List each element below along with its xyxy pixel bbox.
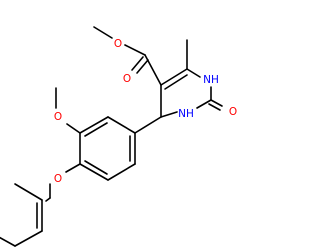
bond-carbonyl-double-2 — [136, 59, 149, 74]
bond-ester-methyl — [93, 26, 113, 39]
molecule-drawing: O O NH O NH O O — [0, 26, 237, 247]
bond-ring-ab — [107, 116, 136, 134]
atom-ester-carbonyl-o: O — [123, 73, 131, 85]
bond-ring-ef — [107, 163, 136, 181]
bond-c5-c6 — [160, 68, 188, 86]
bond-c2-n3 — [196, 99, 212, 109]
bond-c2-o — [210, 99, 223, 107]
bond-ring-bc — [79, 116, 109, 134]
bond-c5-c6-inner — [164, 74, 188, 90]
bond-ph-61 — [14, 183, 43, 201]
atom-urea-o: O — [229, 106, 237, 118]
bond-c2-o-2 — [208, 103, 221, 111]
bonds — [0, 26, 223, 247]
bond-carbonyl-double — [131, 56, 144, 71]
bond-ch2-phenyl — [45, 197, 51, 202]
structure-canvas: O O NH O NH O O — [0, 26, 237, 247]
bond-ring-bc-inner — [84, 122, 108, 137]
atom-benzyloxy-o: O — [54, 173, 62, 185]
bond-methoxy-o — [66, 123, 81, 134]
bond-ph-34 — [0, 236, 16, 247]
bond-carbonyl-c5 — [144, 54, 162, 86]
atom-ester-ether-o: O — [114, 38, 122, 50]
bond-ring-de — [79, 163, 109, 181]
bond-benzyloxy-o — [65, 163, 81, 173]
bond-ph-23 — [14, 230, 43, 247]
bond-n3-c4 — [160, 111, 178, 118]
atom-ring-n3: NH — [178, 108, 194, 120]
atom-methoxy-o: O — [54, 111, 62, 123]
bond-ester-o-carbonyl — [124, 44, 146, 56]
bond-ring-de-inner — [84, 160, 108, 175]
bond-c6-n1 — [186, 68, 201, 78]
bond-c4-aryl — [134, 116, 162, 134]
atom-ring-n1: NH — [203, 74, 219, 86]
atom-labels: O O NH O NH O O — [54, 38, 237, 185]
